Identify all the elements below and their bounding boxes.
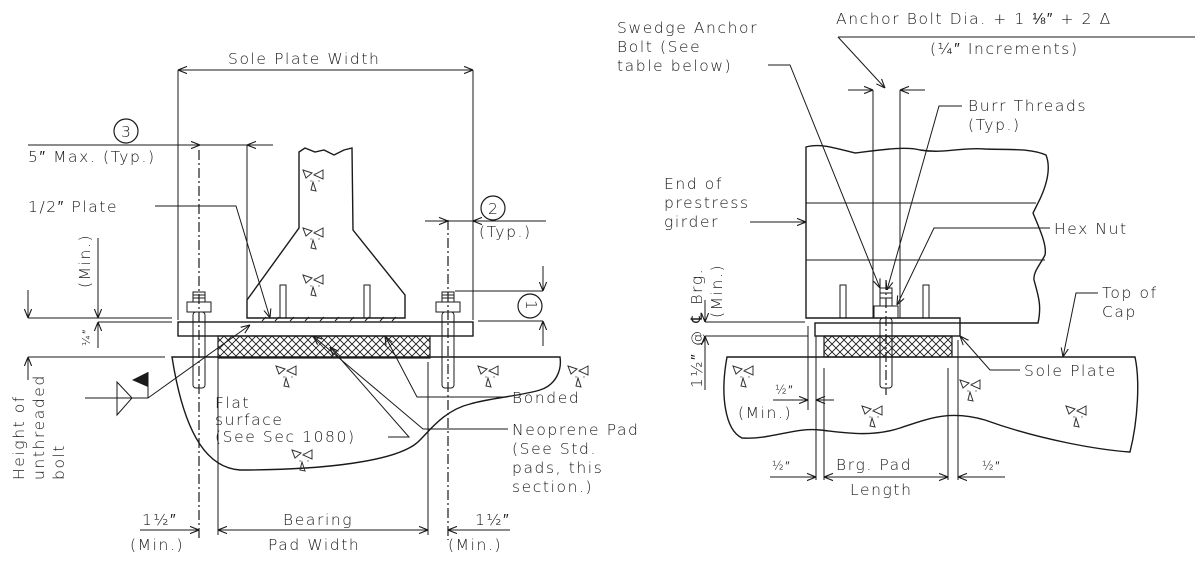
brg-pad-label-2: Length	[850, 481, 913, 499]
left-min-label: (Min.)	[130, 536, 184, 554]
sole-plate-leader	[960, 336, 1020, 371]
flat-surface-leader	[330, 347, 411, 438]
concrete-aggregate-symbol	[959, 379, 981, 402]
concrete-aggregate-symbol	[302, 169, 324, 192]
bearing-pad-label-2: Pad Width	[268, 536, 360, 554]
end-girder-label-1: End of	[664, 175, 723, 193]
formula-leader	[837, 36, 885, 88]
shear-stud	[363, 284, 371, 319]
shear-stud	[279, 284, 287, 319]
neoprene-leader	[313, 336, 508, 430]
half-plate-leader	[155, 205, 270, 318]
brg-vertical-label: 1½″ @ ℄ Brg.	[688, 268, 706, 388]
half-plate-label: 1/2″ Plate	[28, 198, 118, 216]
top-of-cap-label-2: Cap	[1102, 303, 1137, 321]
concrete-aggregate-symbol	[567, 365, 589, 388]
right-half-label: ½″	[982, 459, 1001, 473]
right-min-value: 1½″	[475, 511, 510, 529]
brg-min-label: (Min.)	[708, 264, 726, 318]
neoprene-label-4: section.)	[512, 478, 593, 496]
concrete-aggregate-symbol	[861, 405, 883, 428]
neoprene-label-1: Neoprene Pad	[512, 421, 640, 439]
anchor-formula: Anchor Bolt Dia. + 1 ⅛″ + 2 Δ	[836, 10, 1112, 28]
sole-plate-label: Sole Plate	[1024, 362, 1117, 380]
left-half-label: ½″	[772, 459, 791, 473]
sole-plate	[177, 321, 474, 337]
shear-stud	[922, 284, 930, 319]
half-min-label: (Min.)	[738, 404, 792, 422]
hex-nut-label: Hex Nut	[1054, 220, 1128, 238]
callout-3-circle	[113, 118, 139, 144]
right-min-label: (Min.)	[448, 536, 502, 554]
concrete-aggregate-symbol	[477, 365, 499, 388]
concrete-aggregate-symbol	[1065, 405, 1087, 428]
weld-marks	[261, 316, 397, 322]
callout-2: 2	[488, 200, 499, 218]
top-of-cap-label-1: Top of	[1102, 284, 1158, 302]
sole-plate-width-label: Sole Plate Width	[228, 50, 380, 68]
bearing-pad-label-1: Bearing	[283, 511, 353, 529]
concrete-aggregate-symbol	[302, 227, 324, 250]
hex-nut-leader	[897, 227, 1050, 305]
neoprene-label-3: pads, this	[512, 459, 603, 477]
height-label-line1: Height of	[10, 395, 28, 480]
girder-section	[246, 147, 406, 319]
flat-surface-label-1: Flat	[215, 394, 250, 412]
bonded-leader	[385, 336, 508, 398]
bonded-label: Bonded	[512, 389, 580, 407]
right-detail: Anchor Bolt Dia. + 1 ⅛″ + 2 Δ (¼″ Increm…	[617, 10, 1195, 499]
height-label-line3: bolt	[50, 444, 68, 480]
concrete-aggregate-symbol	[275, 365, 297, 388]
left-detail: Sole Plate Width 3 5″ Max. (Typ.) 1/2″ P…	[10, 50, 640, 554]
callout-3: 3	[121, 123, 132, 141]
shear-stud	[839, 284, 847, 319]
brg-pad-label-1: Brg. Pad	[836, 456, 912, 474]
neoprene-pad	[217, 335, 431, 359]
end-girder-label-2: prestress	[664, 194, 750, 212]
flat-surface-label-2: surface	[215, 411, 284, 429]
increments-label: (¼″ Increments)	[930, 40, 1079, 58]
callout-1: 1	[522, 300, 540, 311]
min-vertical-label: (Min.)	[76, 234, 94, 288]
concrete-aggregate-symbol	[302, 274, 324, 297]
five-inch-max-label: 5″ Max. (Typ.)	[28, 148, 156, 166]
neoprene-pad-right	[823, 335, 953, 358]
callout-2-circle	[480, 195, 506, 221]
left-min-value: 1½″	[142, 511, 177, 529]
end-girder-label-3: girder	[664, 213, 719, 231]
weld-symbol	[85, 325, 250, 417]
burr-label-2: (Typ.)	[968, 116, 1021, 134]
girder-elevation	[805, 144, 1049, 324]
height-label-line2: unthreaded	[30, 374, 48, 480]
flat-surface-label-3: (See Sec 1080)	[215, 428, 356, 446]
top-of-cap-leader	[1063, 292, 1098, 357]
burr-label-1: Burr Threads	[968, 97, 1087, 115]
swedge-label-2: Bolt (See	[617, 38, 701, 56]
callout-1-circle	[517, 293, 543, 319]
swedge-leader	[768, 64, 880, 288]
half-min-value: ½″	[775, 383, 794, 397]
swedge-label-1: Swedge Anchor	[617, 19, 758, 37]
typ-label: (Typ.)	[479, 223, 532, 241]
swedge-label-3: table below)	[617, 57, 732, 75]
concrete-cap-right	[723, 356, 1139, 453]
concrete-aggregate-symbol	[732, 365, 754, 388]
quarter-inch-label: ¼″	[80, 328, 93, 346]
burr-leader	[887, 105, 962, 290]
neoprene-label-2: (See Std.	[512, 440, 597, 458]
sole-plate-right	[814, 322, 961, 337]
